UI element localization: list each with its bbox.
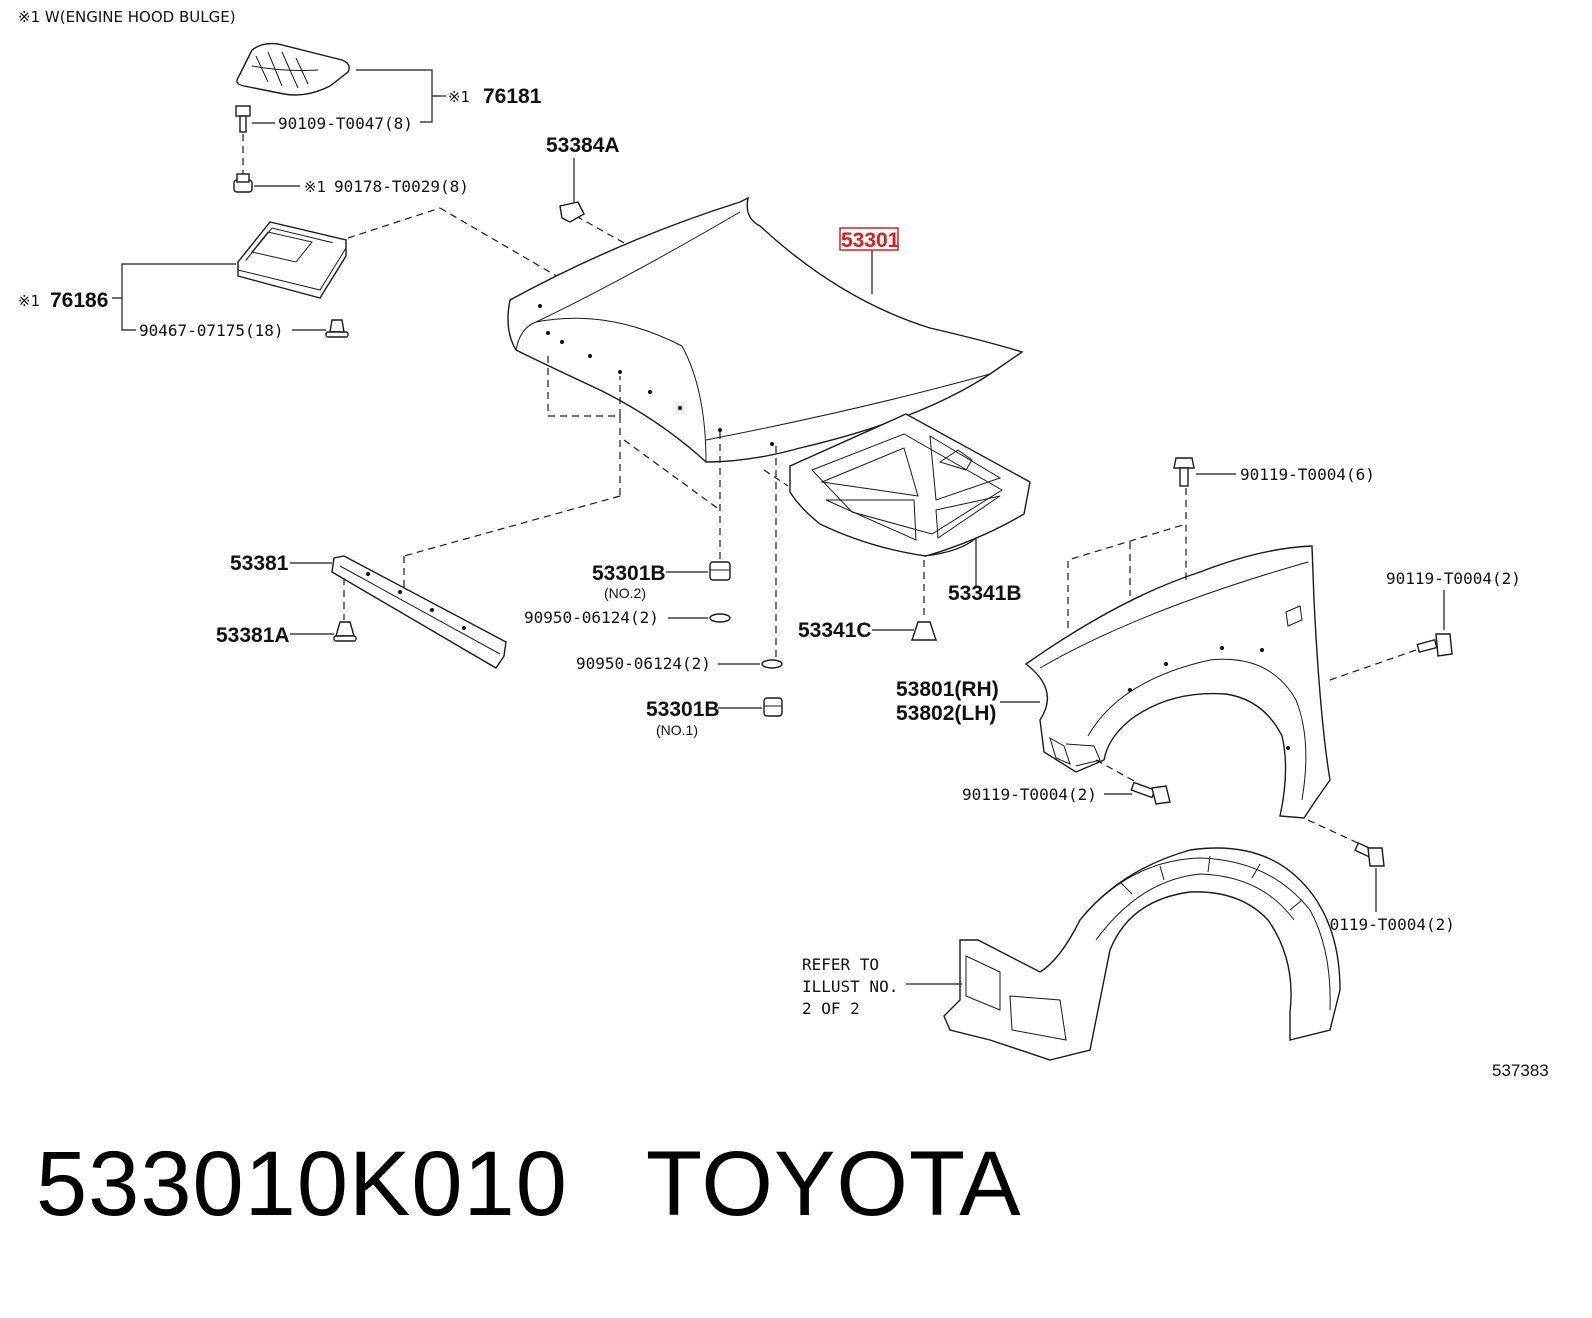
- label-53801: 53801(RH): [896, 678, 999, 701]
- label-90119-lower: 90119-T0004(2): [962, 785, 1097, 804]
- clip-53341C-icon: [911, 621, 937, 641]
- caption-part-number: 533010K010: [36, 1133, 568, 1235]
- leader-53341B: [923, 536, 977, 586]
- screw-90109-icon: [235, 105, 251, 133]
- label-90119-bottom: 90119-T0004(2): [1320, 915, 1455, 934]
- bolt-90119-top-icon: [1173, 457, 1195, 487]
- hood-retainer-53381-part: [331, 555, 507, 669]
- cushion-53301B-no1-icon: [763, 697, 783, 717]
- illustration-number: 537383: [1492, 1061, 1549, 1080]
- label-76186: 76186: [50, 289, 108, 312]
- label-90119-right: 90119-T0004(2): [1386, 569, 1521, 588]
- label-90467: 90467-07175(18): [139, 321, 284, 340]
- label-90950-a: 90950-06124(2): [524, 608, 659, 627]
- leader-76181: [356, 69, 446, 123]
- label-90119-top: 90119-T0004(6): [1240, 465, 1375, 484]
- engine-hood-53301-part: [507, 196, 1024, 463]
- gasket-90950-a-icon: [709, 613, 731, 623]
- nut-90178-icon: [233, 173, 253, 193]
- parts-diagram: ※1 W(ENGINE HOOD BULGE) ※1 76181 90109-T…: [18, 8, 1549, 1080]
- label-53381: 53381: [230, 552, 289, 575]
- label-90178: 90178-T0029(8): [334, 177, 469, 196]
- label-no2: (NO.2): [604, 585, 646, 601]
- label-76181: 76181: [483, 85, 542, 108]
- gasket-90950-b-icon: [761, 659, 783, 669]
- label-90109: 90109-T0047(8): [278, 114, 413, 133]
- label-53301B-no2: 53301B: [592, 562, 666, 585]
- clip-53384A-icon: [559, 201, 585, 223]
- cushion-53301B-no2-icon: [709, 561, 731, 581]
- part-caption: 533010K010 TOYOTA: [36, 1138, 1022, 1230]
- refer-line-3: 2 OF 2: [802, 999, 860, 1018]
- leader-76186: [112, 263, 236, 331]
- hood-insulator-53341B-part: [789, 413, 1031, 557]
- label-53802: 53802(LH): [896, 702, 996, 725]
- label-90950-b: 90950-06124(2): [576, 654, 711, 673]
- label-53341B: 53341B: [948, 582, 1022, 605]
- caption-brand: TOYOTA: [645, 1133, 1022, 1235]
- highlight-53301-box: [839, 227, 899, 251]
- label-53384A: 53384A: [546, 134, 620, 157]
- mark-76181: ※1: [448, 88, 470, 106]
- refer-line-2: ILLUST NO.: [802, 977, 898, 996]
- refer-line-1: REFER TO: [802, 955, 879, 974]
- bolt-90119-right-icon: [1416, 633, 1453, 657]
- bulge-seal-76186-part: [236, 221, 348, 299]
- bolt-90119-bottom-icon: [1354, 842, 1385, 867]
- label-53301: 53301: [841, 229, 900, 252]
- hood-bulge-cover-part: [236, 42, 350, 96]
- label-53301B-no1: 53301B: [646, 698, 720, 721]
- mark-76186: ※1: [18, 292, 40, 310]
- bolt-90119-lower-icon: [1130, 781, 1171, 805]
- clip-53381A-icon: [333, 621, 357, 642]
- hood-bulge-note: ※1 W(ENGINE HOOD BULGE): [18, 8, 236, 26]
- clip-90467-icon: [325, 319, 349, 338]
- label-53381A: 53381A: [216, 624, 290, 647]
- mark-90178: ※1: [304, 178, 326, 196]
- label-53341C: 53341C: [798, 619, 872, 642]
- front-fender-53801-part: [1024, 545, 1331, 819]
- fender-liner-part: [943, 847, 1341, 1061]
- label-no1: (NO.1): [656, 722, 698, 738]
